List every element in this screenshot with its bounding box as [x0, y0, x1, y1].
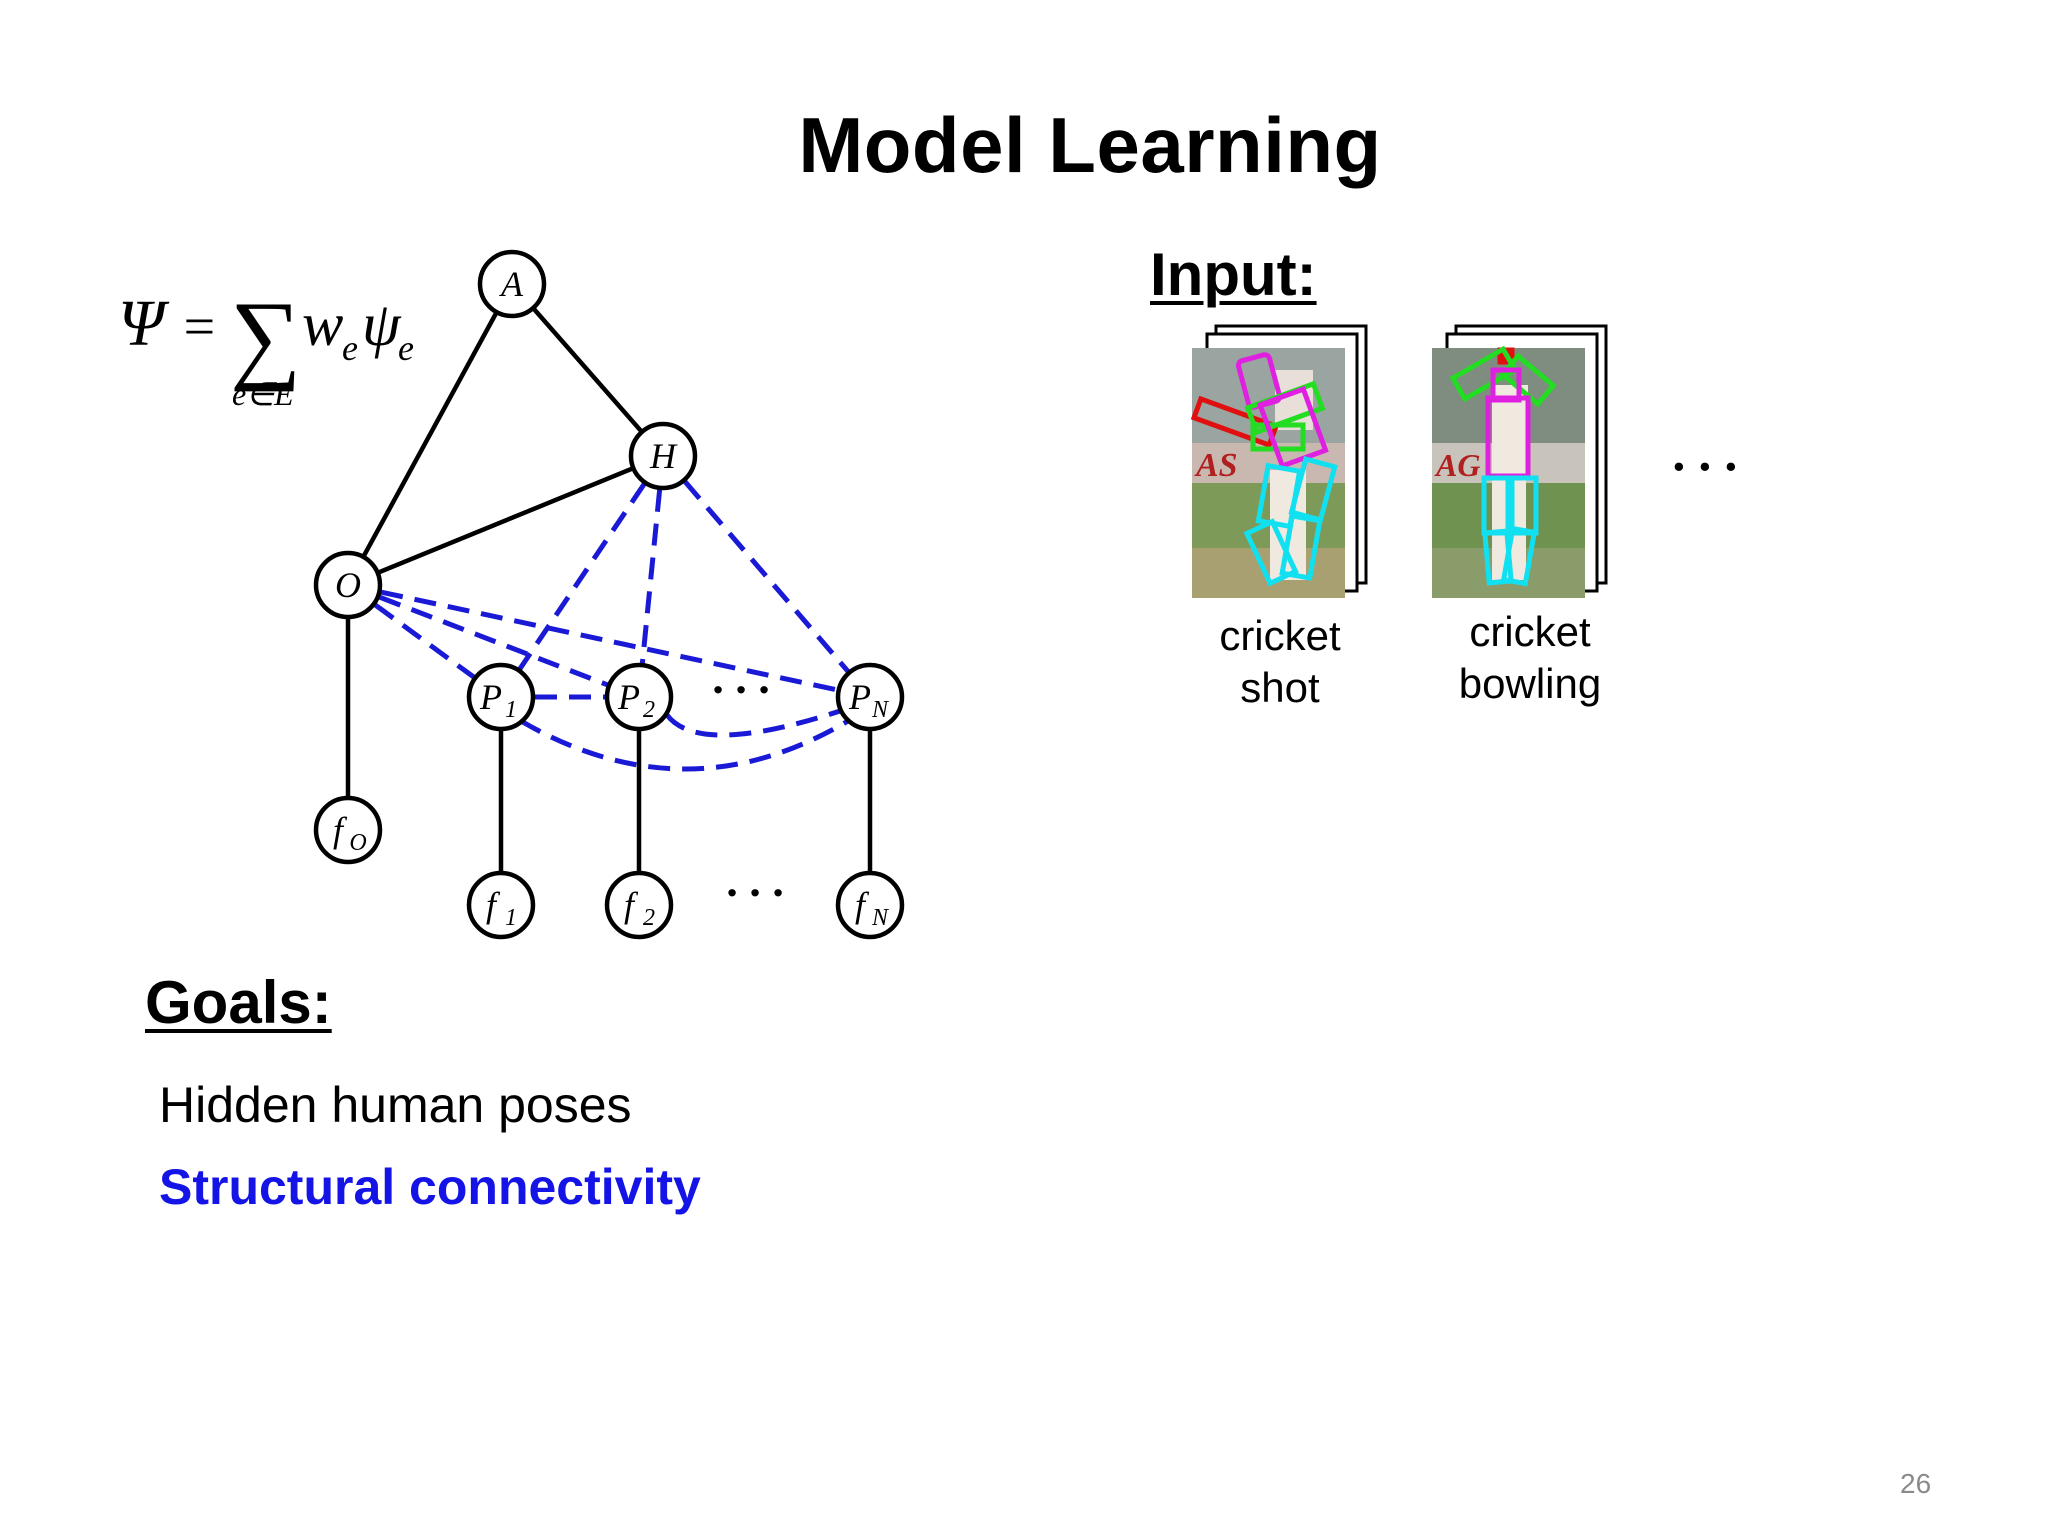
node-circle [835, 662, 905, 732]
dashed-edge-H-P1 [498, 454, 666, 699]
formula-term-psi-sub: e [398, 328, 414, 368]
graph-node-O: O [313, 550, 383, 620]
node-subscript: 2 [643, 905, 655, 931]
goals-heading: Goals: [145, 969, 332, 1036]
energy-formula: Ψ = ∑ w e ψ e e∈E [118, 281, 414, 412]
node-circle [466, 662, 536, 732]
node-label: H [649, 436, 678, 476]
example-stack-cricket-bowling: AG [1432, 324, 1608, 598]
dashed-edge-O-PN [347, 582, 871, 700]
dashed-edge-H-P2 [636, 455, 666, 698]
node-label: O [335, 565, 361, 605]
node-circle [477, 249, 547, 319]
formula-term-w-sub: e [342, 328, 358, 368]
pose-nodes-ellipsis: · · · [712, 664, 770, 715]
input-examples-ellipsis: · · · [1672, 439, 1737, 496]
formula-lhs: Ψ [118, 287, 170, 360]
node-label: A [499, 264, 524, 304]
node-circle [466, 870, 536, 940]
caption-line: shot [1240, 664, 1320, 711]
svg-text:AG: AG [1434, 447, 1480, 483]
node-label: P [848, 677, 871, 717]
node-circle [313, 795, 383, 865]
graph-node-A: A [477, 249, 547, 319]
cricket-shot-pose-overlay [1190, 352, 1338, 587]
node-label: P [617, 677, 640, 717]
cricket-bowling-pose-overlay [1449, 345, 1557, 587]
graph-edges [345, 282, 873, 905]
input-heading: Input: [1150, 241, 1317, 308]
feature-nodes-ellipsis: · · · [726, 867, 784, 918]
node-circle [835, 870, 905, 940]
solid-edge-O-H [347, 453, 664, 588]
node-circle [313, 550, 383, 620]
node-subscript: 1 [505, 697, 517, 723]
node-label: P [479, 677, 502, 717]
dashed-edge-H-PN [661, 454, 872, 699]
formula-sum-subscript: e∈E [232, 376, 294, 412]
page-number: 26 [1900, 1468, 1932, 1499]
svg-text:AS: AS [1194, 447, 1238, 484]
dashed-edge-P2-PN [665, 708, 841, 738]
example-caption-cricket-bowling: cricket bowling [1420, 606, 1640, 710]
formula-term-psi: ψ [362, 291, 402, 359]
caption-line: bowling [1458, 660, 1602, 707]
node-subscript: O [349, 830, 366, 856]
formula-term-w: w [302, 291, 343, 359]
dashed-edge-O-P2 [347, 582, 640, 700]
formula-equals: = [180, 296, 218, 358]
goal-item-structural-connectivity: Structural connectivity [159, 1159, 701, 1215]
formula-sum-symbol: ∑ [230, 281, 301, 392]
slide-title: Model Learning [798, 101, 1382, 189]
node-subscript: N [871, 905, 890, 931]
node-circle [628, 421, 698, 491]
dashed-edge-P1-PN [519, 718, 850, 772]
graph-node-H: H [628, 421, 698, 491]
example-stack-cricket-shot: AS [1190, 324, 1368, 598]
example-caption-cricket-shot: cricket shot [1170, 610, 1390, 714]
caption-line: cricket [1469, 608, 1591, 655]
goal-item-hidden-poses: Hidden human poses [159, 1077, 632, 1133]
solid-edge-A-O [346, 282, 514, 587]
node-circle [604, 870, 674, 940]
node-subscript: 2 [643, 697, 655, 723]
node-circle [604, 662, 674, 732]
node-subscript: N [871, 697, 890, 723]
node-subscript: 1 [505, 905, 517, 931]
solid-edge-A-H [510, 282, 665, 458]
caption-line: cricket [1219, 612, 1341, 659]
